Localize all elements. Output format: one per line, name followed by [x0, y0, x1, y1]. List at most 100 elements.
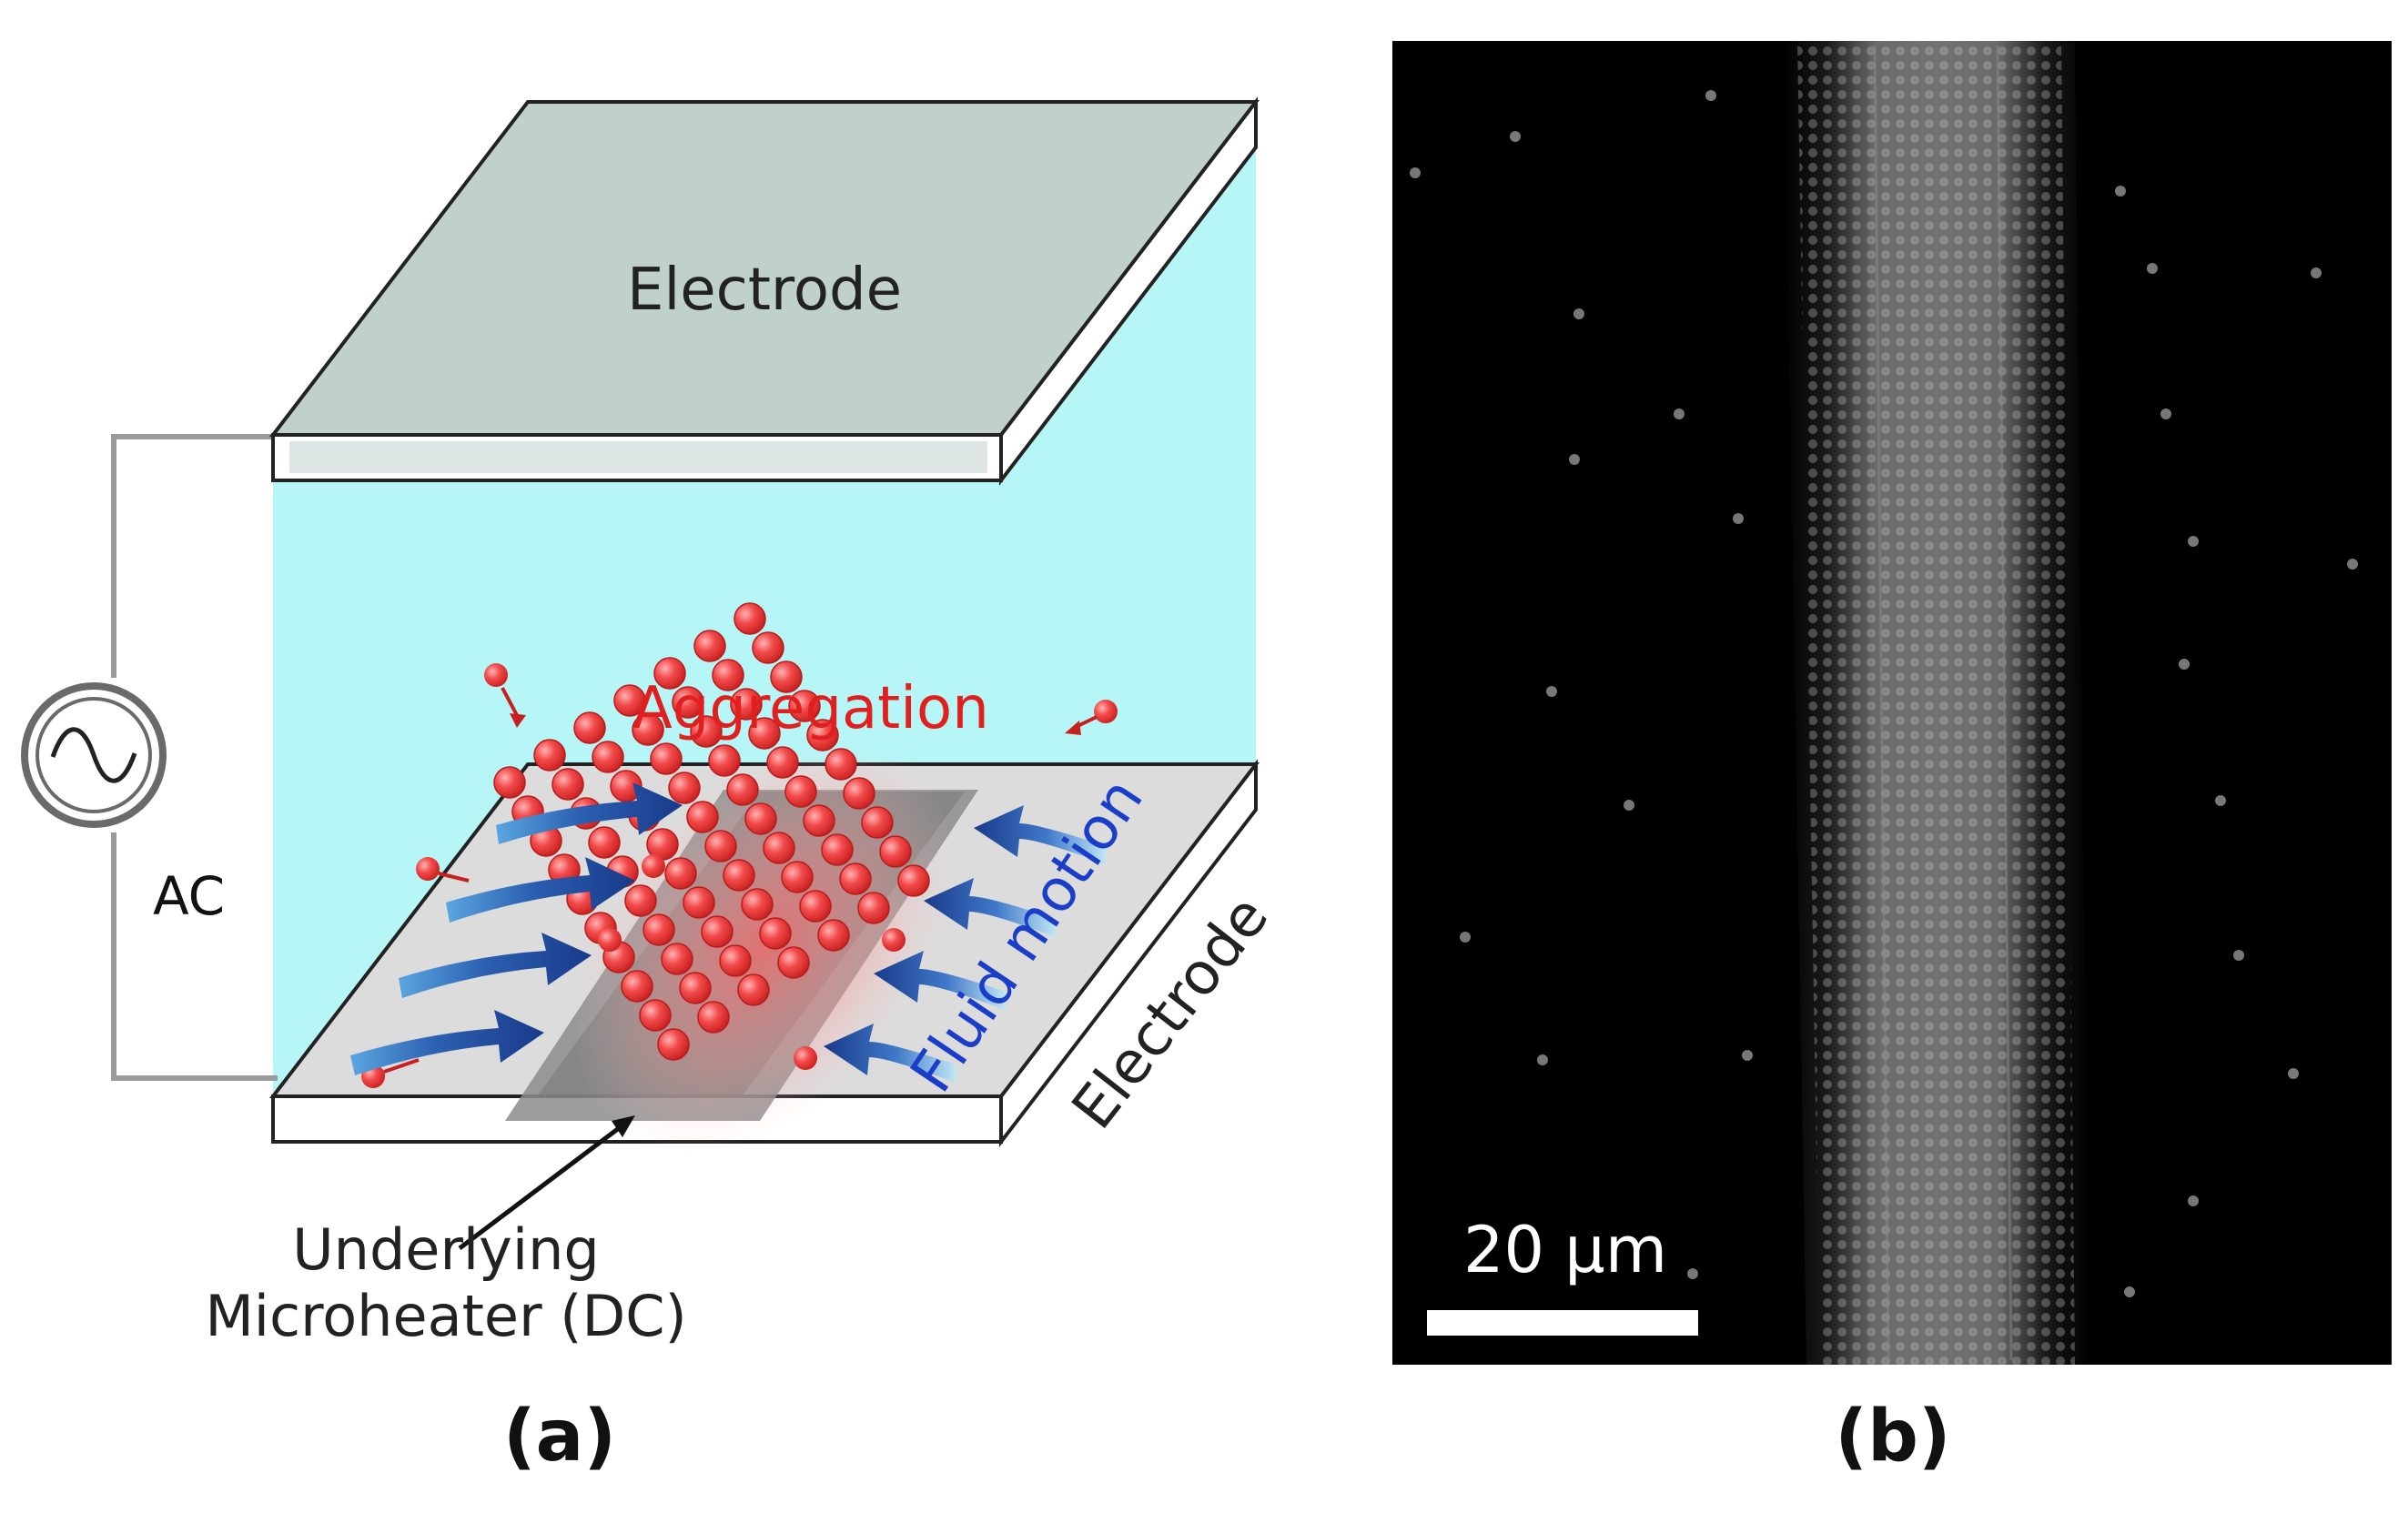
stripe-edge [1996, 45, 2013, 1361]
aggregate-particle [672, 686, 704, 719]
sparse-particle [2147, 263, 2158, 274]
aggregate-particle [686, 801, 719, 833]
particle-motion-arrow [383, 1058, 420, 1074]
particle [416, 857, 440, 881]
aggregate-particle [712, 659, 744, 691]
aggregate-particle [723, 859, 755, 892]
panel-a-label: (a) [503, 1396, 616, 1478]
aggregate-particle [657, 1028, 690, 1061]
aggregate-particle [763, 832, 795, 864]
particle-motion-arrow [501, 687, 521, 720]
particle-stripe-texture [1797, 41, 2075, 1365]
aggregate-particle [719, 944, 752, 977]
aggregate-particle [683, 886, 715, 919]
aggregate-particle [766, 746, 799, 779]
stripe-edge [1873, 45, 1890, 1361]
ac-wire-bottom [111, 832, 278, 1081]
scale-bar-label: 20 µm [1463, 1213, 1667, 1287]
sparse-particle [2188, 536, 2199, 547]
sparse-particles [1410, 90, 2358, 1297]
aggregate-particle [737, 973, 770, 1006]
aggregate-particle [704, 830, 737, 862]
aggregate-particle [817, 919, 850, 952]
aggregate-particle [861, 806, 894, 839]
aggregate-particle [788, 690, 821, 722]
sparse-particle [1687, 1268, 1698, 1279]
aggregate-particle [839, 862, 872, 895]
aggregate-particle [806, 719, 839, 751]
fluid-arrows-right [824, 805, 1106, 1083]
aggregate-particle [730, 688, 763, 721]
aggregate-particle [879, 835, 912, 868]
flow-arrow [874, 951, 1006, 1010]
particle-aggregate [493, 602, 930, 1061]
stray-particles [361, 663, 1118, 1088]
aggregate-particle [650, 742, 683, 775]
sparse-particle [2347, 559, 2358, 570]
aggregation-label: Aggregation [632, 675, 989, 742]
particle [882, 928, 906, 952]
sparse-particle [2215, 795, 2226, 806]
particle [642, 854, 665, 878]
flow-arrow [824, 1024, 956, 1083]
aggregate-particle [821, 833, 854, 866]
ac-label: AC [153, 865, 225, 927]
aggregate-particle [741, 888, 774, 921]
particle [484, 663, 508, 687]
aggregate-particle [777, 946, 810, 979]
aggregate-particle [690, 715, 723, 748]
aggregate-particle [734, 602, 766, 635]
scale-bar [1427, 1310, 1698, 1336]
aggregate-particle [533, 739, 566, 772]
particle [1094, 700, 1118, 723]
aggregate-particle [897, 864, 930, 897]
aggregate-particle [551, 768, 584, 801]
aggregate-particle [664, 857, 697, 890]
aggregate-particle [781, 861, 814, 893]
sparse-particle [1569, 454, 1580, 465]
fluid-arrows-left [350, 782, 683, 1075]
aggregate-particle [697, 1001, 730, 1034]
particle [598, 928, 622, 952]
aggregate-particle [843, 777, 875, 810]
aggregate-particle [653, 657, 686, 690]
sparse-particle [2124, 1286, 2135, 1297]
particle-motion-arrowhead [510, 713, 526, 728]
flow-arrow [350, 1010, 544, 1075]
aggregate-particle [708, 744, 741, 777]
aggregate-particle [726, 773, 759, 806]
aggregate-particle [573, 711, 606, 744]
aggregate-particle [701, 915, 734, 948]
particle-motion-arrow [438, 872, 470, 883]
sparse-particle [1410, 167, 1421, 178]
aggregate-particle [592, 741, 624, 773]
aggregate-particle [668, 772, 701, 804]
sparse-particle [1510, 131, 1521, 142]
sparse-particle [2179, 659, 2190, 670]
heater-pointer-arrow [458, 1126, 621, 1250]
heater-pointer-arrowhead [612, 1115, 635, 1137]
panel-a-schematic: AC Electrode Electrode [21, 96, 1281, 1478]
sparse-particle [1537, 1054, 1548, 1065]
panel-b-label: (b) [1835, 1396, 1950, 1478]
particle-motion-arrowhead [1065, 721, 1081, 735]
particle [794, 1046, 817, 1070]
aggregate-particle [661, 943, 693, 975]
aggregate-particle [624, 884, 657, 917]
sparse-particle [2188, 1195, 2199, 1206]
flow-arrow [974, 805, 1106, 864]
sparse-particle [1733, 513, 1744, 524]
ac-wire-top [111, 434, 273, 678]
aggregate-particle [493, 766, 526, 799]
sparse-particle [1674, 409, 1685, 419]
sparse-particle [1460, 932, 1471, 943]
sparse-particle [1546, 686, 1557, 697]
sparse-particle [2115, 186, 2126, 197]
flow-arrow [446, 857, 635, 923]
aggregate-particle [784, 775, 817, 808]
sparse-particle [1624, 800, 1634, 811]
sparse-particle [2160, 409, 2171, 419]
aggregate-particle [770, 661, 803, 693]
heater-label-line1: Underlying [292, 1216, 599, 1283]
